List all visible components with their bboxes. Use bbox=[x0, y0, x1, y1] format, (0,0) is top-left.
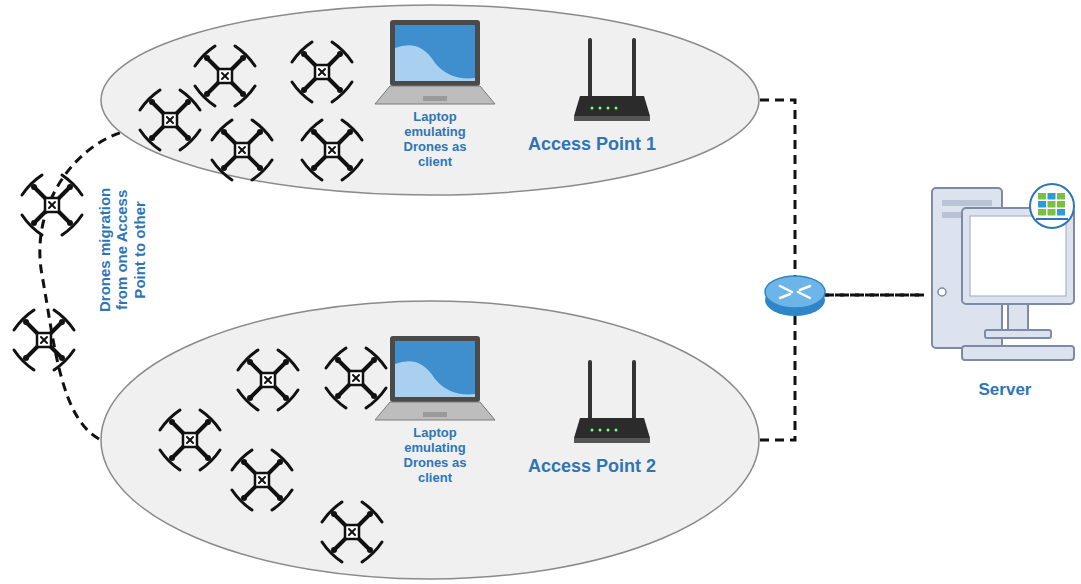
drone-icon bbox=[212, 120, 272, 180]
drone-icon bbox=[292, 42, 352, 102]
device-label: Laptop emulating Drones as client bbox=[393, 110, 477, 170]
drone-icon bbox=[140, 90, 200, 150]
drone-icon bbox=[160, 410, 220, 470]
laptop-icon bbox=[375, 336, 495, 420]
router-icon bbox=[765, 276, 825, 316]
drone-icon bbox=[22, 175, 82, 235]
device-label: Laptop emulating Drones as client bbox=[393, 426, 477, 486]
server-drawing bbox=[932, 184, 1074, 360]
drone-icon bbox=[14, 310, 74, 370]
server-node: Server bbox=[925, 180, 1081, 405]
access-point-icon bbox=[574, 362, 650, 443]
drone-icon bbox=[326, 348, 386, 408]
access-point-zone: Laptop emulating Drones as clientAccess … bbox=[100, 300, 760, 580]
drone-icon bbox=[322, 502, 382, 562]
laptop-icon bbox=[375, 20, 495, 104]
migration-label: Drones migration from one Access Point t… bbox=[96, 175, 148, 325]
drone-icon bbox=[195, 46, 255, 106]
dashed-link bbox=[760, 100, 925, 295]
access-point-label: Access Point 2 bbox=[528, 456, 656, 477]
access-point-zone: Laptop emulating Drones as client Access … bbox=[100, 4, 760, 196]
access-point-icon bbox=[574, 40, 650, 121]
dashed-link bbox=[760, 295, 925, 440]
drone-icon bbox=[302, 120, 362, 180]
drone-icon bbox=[238, 350, 298, 410]
drone-icon bbox=[232, 450, 292, 510]
access-point-label: Access Point 1 bbox=[528, 134, 656, 155]
server-label: Server bbox=[965, 380, 1045, 400]
